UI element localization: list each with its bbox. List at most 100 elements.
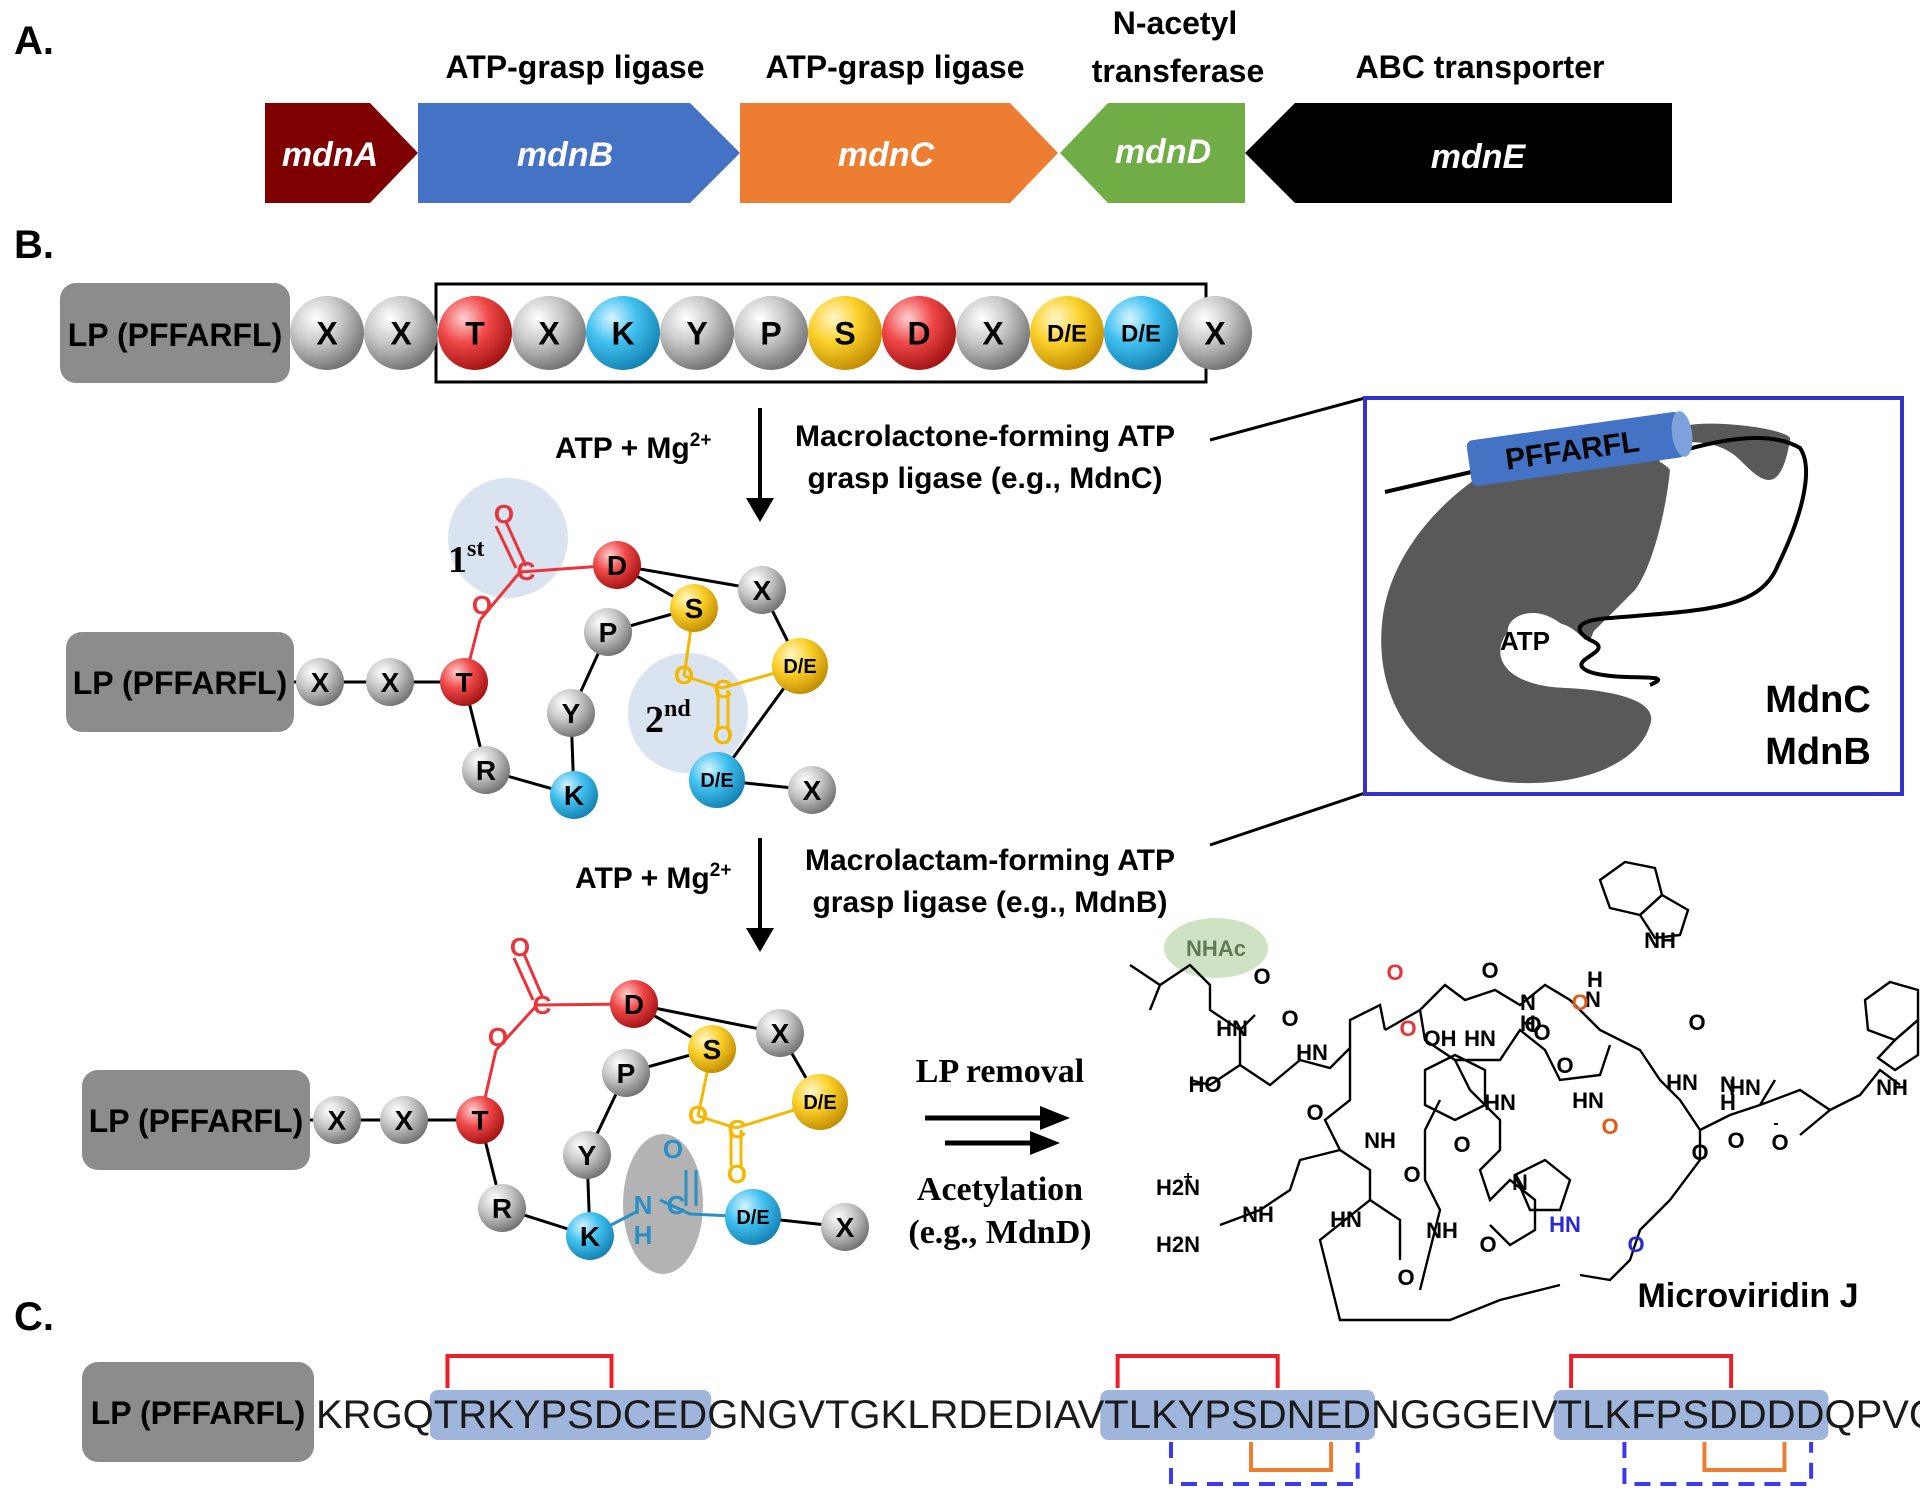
atp-label: ATP bbox=[1500, 626, 1550, 656]
gene-annotation-mdnE: ABC transporter bbox=[1356, 49, 1605, 85]
second-bond-label: 2nd bbox=[645, 696, 691, 741]
linear-residue-9: X bbox=[956, 296, 1030, 370]
fin-residue-x1-label: X bbox=[328, 1105, 347, 1136]
fin-residue-p-sphere bbox=[602, 1049, 650, 1097]
fin-residue-x1-sphere bbox=[313, 1096, 361, 1144]
step2-enzyme-line2: grasp ligase (e.g., MdnB) bbox=[812, 886, 1167, 919]
linear-residue-8-label: D bbox=[907, 316, 930, 352]
step1-arrowhead bbox=[746, 498, 774, 522]
sequence-segment-4: NGGGEIV bbox=[1371, 1393, 1558, 1437]
fin-oxo-2: O bbox=[727, 1159, 747, 1189]
mvj-atom-37: NH bbox=[1242, 1202, 1274, 1227]
lp-label-linear: LP (PFFARFL) bbox=[68, 317, 283, 353]
sequence-segment-0: KRGQ bbox=[316, 1393, 434, 1437]
mvj-atom-42: O bbox=[1479, 1232, 1496, 1257]
fin-residue-x2-sphere bbox=[380, 1096, 428, 1144]
connector-bottom bbox=[1209, 791, 1366, 847]
sequence-segment-3: TLKYPSDNED bbox=[1104, 1393, 1371, 1437]
fin-residue-x4-label: X bbox=[836, 1212, 855, 1243]
panel-b-label: B. bbox=[14, 223, 54, 267]
first-bond-label: 1st bbox=[448, 536, 484, 581]
fin-amide-h: H bbox=[634, 1220, 653, 1250]
core-highlight-1 bbox=[1100, 1390, 1376, 1440]
linear-residue-10: D/E bbox=[1030, 296, 1104, 370]
mvj-atom-12: HN bbox=[1464, 1026, 1496, 1051]
gene-annotation-mdnD-line1: N-acetyl bbox=[1113, 5, 1238, 41]
int-residue-k: K bbox=[550, 771, 598, 819]
step2-enzyme-line1: Macrolactam-forming ATP bbox=[805, 844, 1175, 877]
fin-residue-r-label: R bbox=[492, 1193, 512, 1224]
int-residue-de1: D/E bbox=[772, 638, 828, 694]
fin-residue-de1: D/E bbox=[792, 1074, 848, 1130]
linear-residue-2-label: T bbox=[465, 316, 485, 352]
mvj-atom-1: O bbox=[1253, 964, 1270, 989]
linear-residue-10-sphere bbox=[1030, 296, 1104, 370]
fin-amide-o: O bbox=[663, 1134, 683, 1164]
linear-residue-8-sphere bbox=[882, 296, 956, 370]
linear-residue-2-sphere bbox=[438, 296, 512, 370]
lactone-bracket-0 bbox=[445, 1354, 614, 1388]
int-carbon-2: C bbox=[714, 674, 733, 704]
gene-annotation-mdnC: ATP-grasp ligase bbox=[765, 49, 1024, 85]
fin-residue-y-sphere bbox=[563, 1131, 611, 1179]
gene-label-mdnA: mdnA bbox=[282, 136, 378, 174]
linear-residue-5: Y bbox=[660, 296, 734, 370]
int-residue-p: P bbox=[584, 608, 632, 656]
linear-residue-11-sphere bbox=[1104, 296, 1178, 370]
int-ester-o-1: O bbox=[472, 590, 492, 620]
linear-residue-11-label: D/E bbox=[1121, 321, 1161, 348]
core-highlights bbox=[429, 1390, 1829, 1440]
mvj-atom-33: NH bbox=[1876, 1075, 1908, 1100]
int-residue-t-sphere bbox=[440, 658, 488, 706]
int-residue-x4-sphere bbox=[788, 766, 836, 814]
fin-ester-o-1: O bbox=[488, 1022, 508, 1052]
int-residue-r-sphere bbox=[462, 746, 510, 794]
int-oxo-1: O bbox=[494, 499, 514, 529]
mvj-atom-24: HN bbox=[1572, 1088, 1604, 1113]
linear-residue-0-sphere bbox=[290, 296, 364, 370]
mvj-atom-18: HO bbox=[1189, 1072, 1222, 1097]
int-residue-y-label: Y bbox=[562, 698, 581, 729]
int-residue-x1-label: X bbox=[311, 667, 330, 698]
linear-residue-6-sphere bbox=[734, 296, 808, 370]
int-residue-de2-sphere bbox=[689, 752, 745, 808]
lp-box-sequence bbox=[82, 1362, 314, 1462]
lp-removal-label: LP removal bbox=[916, 1053, 1084, 1090]
fin-residue-p: P bbox=[602, 1049, 650, 1097]
fin-residue-d-sphere bbox=[610, 980, 658, 1028]
indole-top-6 bbox=[1598, 860, 1664, 917]
int-residue-de2: D/E bbox=[689, 752, 745, 808]
protein-lobe bbox=[1382, 444, 1670, 784]
skeleton-ring-top bbox=[1384, 983, 1702, 1282]
int-residue-k-label: K bbox=[564, 780, 584, 811]
mvj-atom-41: NH bbox=[1426, 1218, 1458, 1243]
fin-ester-o-2: O bbox=[688, 1100, 708, 1130]
int-oxo-2: O bbox=[713, 720, 733, 750]
linear-residue-3: X bbox=[512, 296, 586, 370]
linear-residue-4-sphere bbox=[586, 296, 660, 370]
fin-residue-de2: D/E bbox=[725, 1189, 781, 1245]
mvj-atom-3: O bbox=[1481, 958, 1498, 983]
linear-residue-6: P bbox=[734, 296, 808, 370]
lactone-bracket-1 bbox=[1115, 1354, 1280, 1388]
mvj-atom-14: HN bbox=[1216, 1016, 1248, 1041]
lp-box-linear bbox=[60, 283, 290, 383]
mvj-atom-28: O bbox=[1306, 1100, 1323, 1125]
linear-residue-9-label: X bbox=[982, 316, 1004, 352]
mvj-atom-6: N bbox=[1585, 987, 1601, 1012]
nhac-halo bbox=[1164, 918, 1268, 978]
linear-residue-1: X bbox=[364, 296, 438, 370]
int-residue-d-label: D bbox=[607, 550, 627, 581]
mvj-atom-19: HN bbox=[1666, 1070, 1698, 1095]
fin-residue-t-sphere bbox=[456, 1096, 504, 1144]
fin-residue-r: R bbox=[478, 1184, 526, 1232]
int-residue-y-sphere bbox=[547, 689, 595, 737]
fin-residue-de2-sphere bbox=[725, 1189, 781, 1245]
fin-residue-x2: X bbox=[380, 1096, 428, 1144]
int-residue-k-sphere bbox=[550, 771, 598, 819]
product-name: Microviridin J bbox=[1637, 1277, 1858, 1315]
int-residue-x3: X bbox=[738, 566, 786, 614]
crosslink-brackets bbox=[445, 1354, 1814, 1486]
mvj-atom-9: H bbox=[1520, 1011, 1536, 1036]
